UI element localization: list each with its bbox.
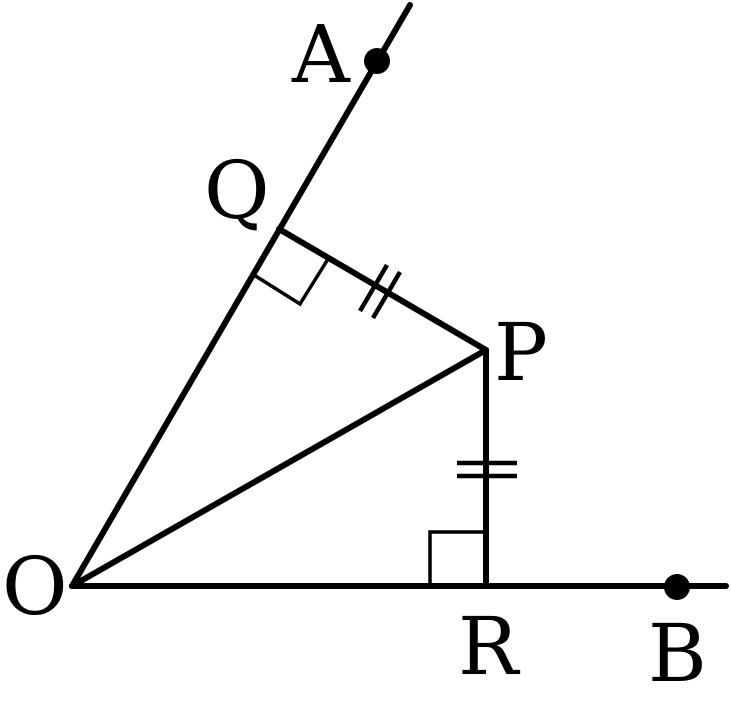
label-b: B — [648, 607, 707, 700]
right-angle-mark-q — [252, 257, 330, 307]
tick-qp-2 — [371, 270, 402, 320]
right-angle-mark-r — [428, 530, 488, 588]
label-p: P — [494, 306, 548, 399]
segment-op — [69, 347, 489, 589]
point-b — [664, 574, 690, 600]
segment-qp — [276, 226, 489, 353]
label-o: O — [2, 540, 68, 633]
label-q: Q — [204, 144, 270, 237]
label-a: A — [291, 8, 351, 101]
label-r: R — [458, 600, 521, 693]
ray-oa — [69, 2, 413, 589]
tick-qp-1 — [358, 263, 389, 313]
point-a — [364, 48, 390, 74]
